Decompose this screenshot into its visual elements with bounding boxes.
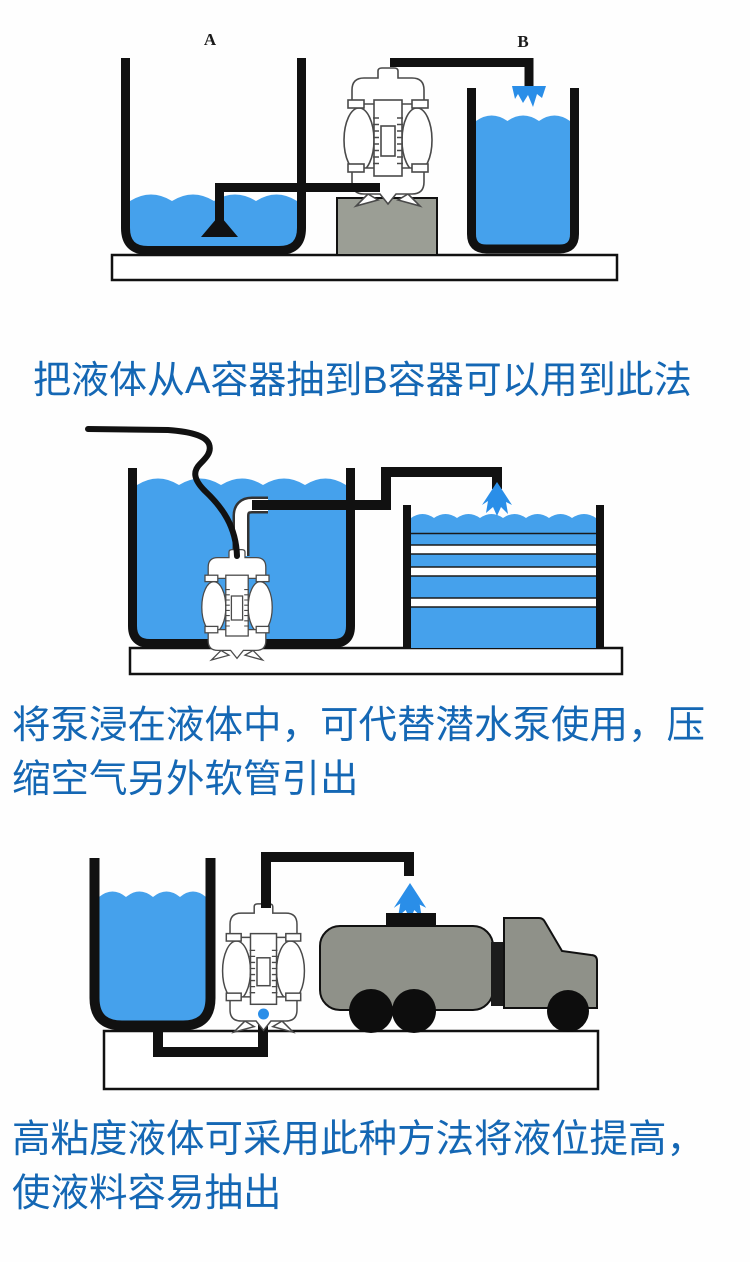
spray-up-icon <box>482 482 512 516</box>
caption-line: 使液料容易抽出 <box>12 1172 282 1215</box>
submerged-diaphragm-pump-icon <box>201 548 273 661</box>
container-a <box>121 58 306 255</box>
discharge-pipe <box>261 852 414 908</box>
suction-u-pipe <box>153 1012 268 1057</box>
container-b <box>467 88 579 254</box>
diagram-submerged-pump <box>85 426 624 676</box>
liquid <box>99 891 206 1022</box>
discharge-elbow <box>232 496 268 556</box>
caption-transfer-method: 把液体从A容器抽到B容器可以用到此法 <box>33 360 692 402</box>
spray-down-icon <box>512 86 546 107</box>
container-walls <box>89 858 216 1031</box>
tank-stripe <box>411 597 596 608</box>
truck-coupler <box>491 942 504 1006</box>
inlet-drop-icon <box>258 1008 269 1020</box>
platform <box>102 1029 600 1091</box>
diagram-truck-loading <box>89 852 600 1091</box>
storage-tank <box>403 505 604 649</box>
label-container-a: A <box>204 30 217 49</box>
platform <box>110 253 619 282</box>
caption-submerged-method: 将泵浸在液体中，可代替潜水泵使用，压 缩空气另外软管引出 <box>12 699 705 807</box>
pump-stand-block <box>336 197 438 256</box>
feed-container <box>89 858 216 1031</box>
caption-line: 将泵浸在液体中，可代替潜水泵使用，压 <box>12 704 706 747</box>
truck-wheel <box>392 989 436 1033</box>
truck-cab <box>503 917 598 1009</box>
platform <box>128 646 624 676</box>
discharge-pipe <box>252 467 502 510</box>
tank-stripe <box>411 566 596 577</box>
suction-pipe <box>215 183 380 230</box>
suction-foot-icon <box>201 218 238 237</box>
tanker-truck <box>319 913 598 1033</box>
container-b-walls <box>467 88 579 254</box>
diagram-transfer-a-to-b: A B <box>110 30 619 282</box>
truck-wheel <box>547 990 589 1032</box>
caption-high-viscosity-method: 高粘度液体可采用此种方法将液位提高， 使液料容易抽出 <box>12 1113 705 1221</box>
tank-hatch <box>386 913 436 927</box>
tank-stripe <box>411 544 596 555</box>
liquid-b <box>476 115 570 249</box>
truck-wheel <box>349 989 393 1033</box>
container-a-walls <box>121 58 306 255</box>
label-container-b: B <box>517 32 528 51</box>
air-supply-hose <box>85 426 240 559</box>
discharge-pipe <box>390 58 534 86</box>
caption-line: 高粘度液体可采用此种方法将液位提高， <box>12 1118 706 1161</box>
caption-line: 缩空气另外软管引出 <box>12 758 359 801</box>
